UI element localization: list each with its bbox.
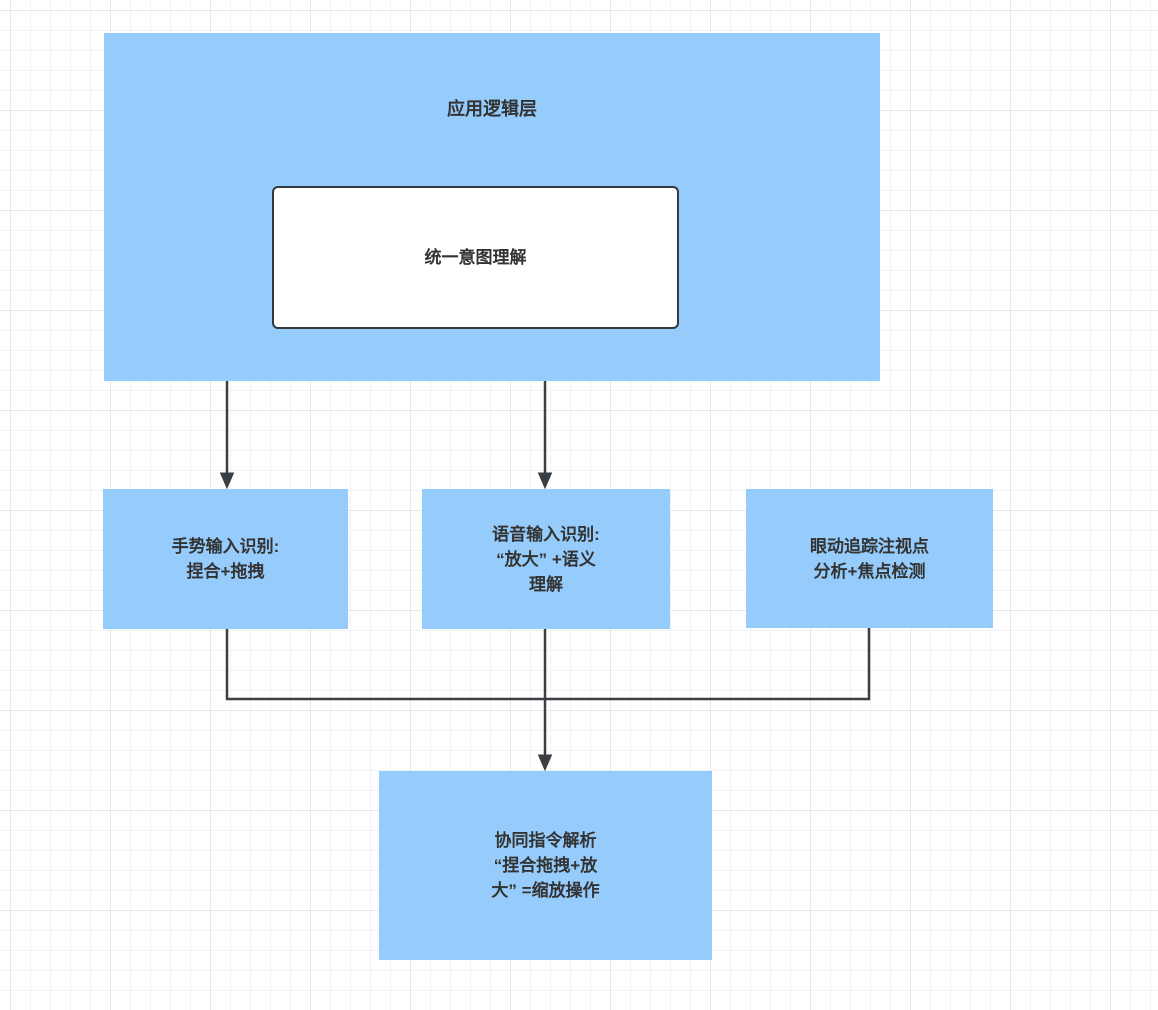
node-fusion-command-label-line3: 大” =缩放操作 [491, 881, 600, 900]
node-voice-input[interactable]: 语音输入识别: “放大” +语义 理解 [422, 489, 670, 629]
node-gesture-input-label-line1: 手势输入识别: [171, 537, 280, 556]
node-voice-input-label-line1: 语音输入识别: [492, 524, 600, 544]
edge-line [225, 629, 545, 701]
node-app-logic-layer-label: 应用逻辑层 [447, 99, 537, 119]
edge-eye-to-junction[interactable] [545, 628, 871, 701]
arrowhead-down-icon [537, 472, 553, 490]
edge-applayer-to-voice[interactable] [537, 381, 553, 490]
node-voice-input-label-line3: 理解 [529, 574, 563, 594]
node-eye-tracking-label-line2: 分析+焦点检测 [813, 561, 926, 581]
node-voice-input-label-line2: “放大” +语义 [496, 549, 596, 569]
node-app-logic-layer[interactable]: 应用逻辑层 统一意图理解 [104, 33, 880, 381]
node-eye-tracking-label-line1: 眼动追踪注视点 [810, 536, 929, 556]
node-eye-tracking[interactable]: 眼动追踪注视点 分析+焦点检测 [746, 489, 993, 628]
node-gesture-input[interactable]: 手势输入识别: 捏合+拖拽 [103, 489, 348, 629]
edge-applayer-to-gesture[interactable] [219, 381, 235, 490]
node-fusion-command-label-line2: “捏合拖拽+放 [493, 856, 598, 875]
arrowhead-down-icon [537, 754, 553, 772]
arrowhead-down-icon [219, 472, 235, 490]
node-fusion-command-label-line1: 协同指令解析 [494, 831, 597, 850]
node-fusion-command[interactable]: 协同指令解析 “捏合拖拽+放 大” =缩放操作 [379, 771, 712, 960]
edge-gesture-to-junction[interactable] [225, 629, 545, 701]
node-unified-intent-label: 统一意图理解 [424, 248, 527, 267]
node-unified-intent[interactable]: 统一意图理解 [272, 186, 679, 329]
edge-line [545, 628, 871, 701]
node-gesture-input-label-line2: 捏合+拖拽 [186, 562, 265, 581]
edge-voice-to-fusion[interactable] [537, 629, 553, 772]
